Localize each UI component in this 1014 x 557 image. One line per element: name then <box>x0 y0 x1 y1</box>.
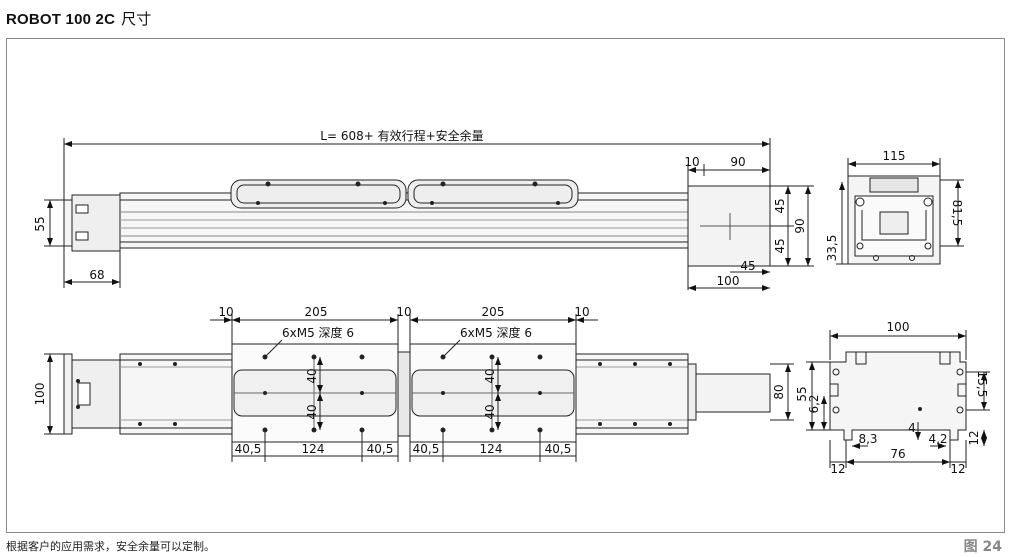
c2-d40b: 40 <box>483 404 497 419</box>
plan-right-80: 80 <box>772 384 786 399</box>
end-view-height: 81,5 <box>950 200 964 227</box>
title-suffix: 尺寸 <box>121 11 152 28</box>
c1-b2: 124 <box>302 442 325 456</box>
c1-b3: 40,5 <box>367 442 394 456</box>
end-dim-45b: 45 <box>773 238 787 253</box>
c1-d40b: 40 <box>305 404 319 419</box>
profile-b4: 4 <box>908 421 916 435</box>
end-dim-45a: 45 <box>773 198 787 213</box>
c1-holes: 6xM5 深度 6 <box>282 325 354 340</box>
c1-length: 205 <box>305 305 328 319</box>
c2-holes: 6xM5 深度 6 <box>460 325 532 340</box>
c2-gap2: 10 <box>574 305 589 319</box>
figure-label: 图 24 <box>963 539 1002 555</box>
plan-view <box>44 314 794 462</box>
profile-b12a: 12 <box>830 462 845 476</box>
c2-b1: 40,5 <box>413 442 440 456</box>
end-dim-90v: 90 <box>793 218 807 233</box>
drawing-frame <box>6 38 1005 533</box>
c1-gap: 10 <box>218 305 233 319</box>
profile-h6-2: 6,2 <box>807 394 821 413</box>
c1-d40a: 40 <box>305 368 319 383</box>
c1-b1: 40,5 <box>235 442 262 456</box>
profile-h55: 55 <box>795 386 809 401</box>
footnote: 根据客户的应用需求，安全余量可以定制。 <box>6 540 215 553</box>
end-view-offset: 33,5 <box>825 235 839 262</box>
end-dim-10: 10 <box>684 155 699 169</box>
profile-b8-3: 8,3 <box>858 432 877 446</box>
end-view <box>836 158 964 265</box>
c2-length: 205 <box>482 305 505 319</box>
side-view <box>44 138 814 291</box>
profile-b12b: 12 <box>950 462 965 476</box>
end-dim-45c: 45 <box>740 259 755 273</box>
profile-b12c: 12 <box>967 430 981 445</box>
page-title: ROBOT 100 2C 尺寸 <box>6 8 152 29</box>
end-view-width: 115 <box>883 149 906 163</box>
profile-h15-5: 15,5 <box>975 371 989 398</box>
dim-left-height: 55 <box>33 216 47 231</box>
dim-left-offset: 68 <box>89 268 104 282</box>
profile-width: 100 <box>887 320 910 334</box>
title-model: ROBOT 100 2C <box>6 11 116 28</box>
profile-b76: 76 <box>890 447 905 461</box>
c2-b2: 124 <box>480 442 503 456</box>
c1-gap2: 10 <box>396 305 411 319</box>
c2-d40a: 40 <box>483 368 497 383</box>
end-dim-100: 100 <box>717 274 740 288</box>
end-dim-90: 90 <box>730 155 745 169</box>
length-label: L= 608+ 有效行程+安全余量 <box>320 128 483 143</box>
plan-height: 100 <box>33 383 47 406</box>
c2-b3: 40,5 <box>545 442 572 456</box>
profile-section <box>806 330 990 468</box>
profile-b4-2: 4,2 <box>928 432 947 446</box>
